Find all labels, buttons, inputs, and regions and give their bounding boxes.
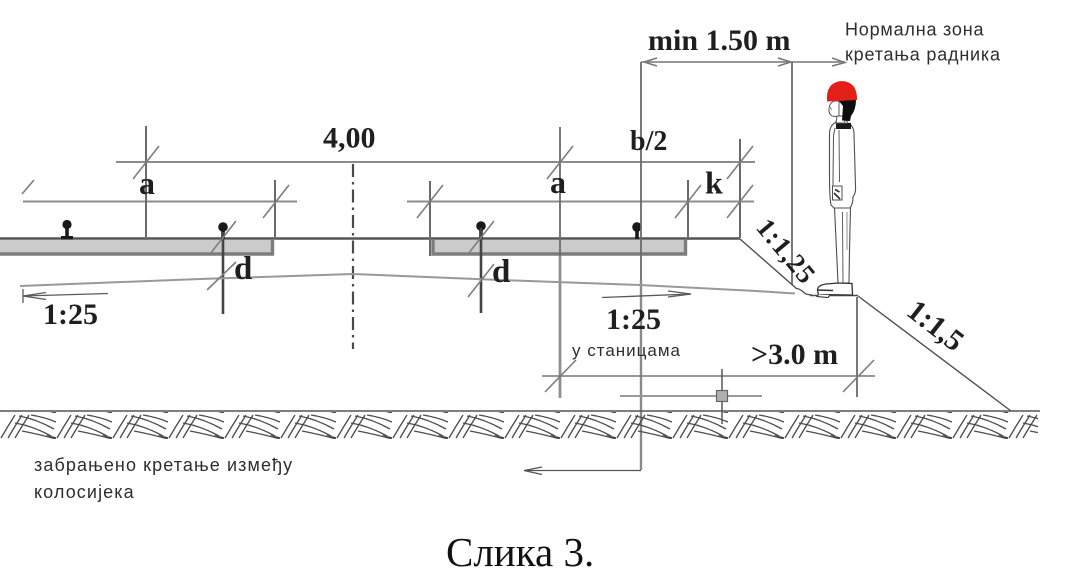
svg-text:у станицама: у станицама [572,341,681,360]
svg-text:a: a [550,164,566,200]
svg-text:b/2: b/2 [630,126,667,157]
svg-text:забрањено кретање између: забрањено кретање између [34,455,293,475]
svg-text:1:1,25: 1:1,25 [750,213,822,290]
svg-text:Слика 3.: Слика 3. [446,529,594,575]
svg-text:1:25: 1:25 [606,303,661,336]
svg-text:1:25: 1:25 [43,298,98,331]
svg-text:min 1.50 m: min 1.50 m [648,24,791,57]
svg-text:k: k [705,165,723,201]
svg-text:1:1,5: 1:1,5 [901,294,971,358]
svg-text:d: d [492,254,510,290]
svg-text:d: d [234,251,252,287]
svg-text:>3.0 m: >3.0 m [751,338,838,371]
svg-text:колосијека: колосијека [34,482,135,502]
svg-text:кретања радника: кретања радника [845,45,1001,65]
svg-text:4,00: 4,00 [323,122,376,155]
svg-text:Нормална зона: Нормална зона [845,20,984,40]
svg-text:a: a [139,165,155,201]
